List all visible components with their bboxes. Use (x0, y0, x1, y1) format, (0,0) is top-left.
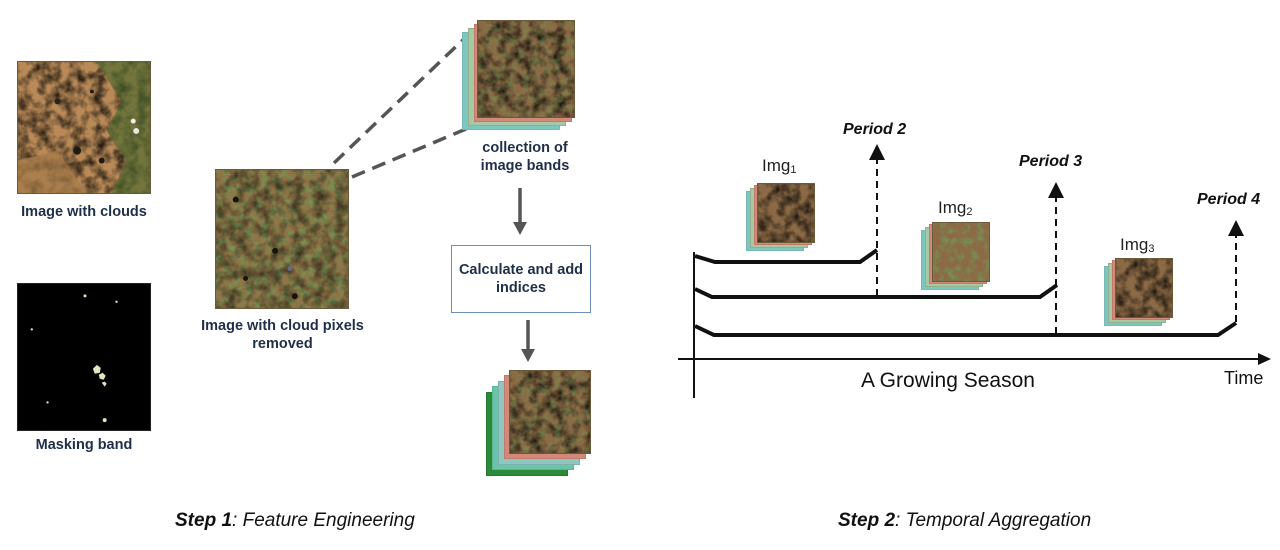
step1-caption: Step 1: Feature Engineering (175, 510, 415, 532)
masking-band-thumbnail (17, 283, 151, 431)
period2-bracket (694, 248, 879, 264)
step2-caption-text: : Temporal Aggregation (895, 510, 1092, 531)
period2-arrowhead (869, 144, 885, 160)
arrow-to-indices-head (521, 349, 535, 362)
collection-label-line2: image bands (480, 158, 570, 174)
arrow-to-calculate-head (513, 222, 527, 235)
masking-band-label: Masking band (35, 437, 133, 453)
period4-label: Period 4 (1197, 191, 1261, 208)
step1-caption-bold: Step 1 (175, 510, 233, 531)
img3-label: Img3 (1120, 235, 1155, 255)
period2-label: Period 2 (843, 121, 907, 138)
img1-label: Img1 (762, 156, 797, 176)
period4-arrowhead (1228, 220, 1244, 236)
index-layer-rgb (509, 370, 591, 454)
step2-caption-bold: Step 2 (838, 510, 896, 531)
cloud-removed-thumbnail (215, 169, 349, 309)
period3-label: Period 3 (1019, 153, 1083, 170)
zoom-connector-top (332, 34, 469, 165)
band-layer-rgb (477, 20, 575, 118)
image-bands-stack (462, 20, 577, 135)
img3-stack (1104, 258, 1176, 328)
img2-label: Img2 (938, 198, 973, 218)
period3-bracket (694, 283, 1059, 299)
step1-caption-text: : Feature Engineering (232, 510, 415, 531)
period3-arrowhead (1048, 182, 1064, 198)
indices-stack (486, 370, 596, 478)
image-with-clouds-thumbnail (17, 61, 151, 194)
calculate-indices-line2: indices (496, 280, 546, 296)
collection-label-line1: collection of (482, 140, 568, 156)
period4-bracket (694, 321, 1238, 337)
growing-season-label: A Growing Season (861, 369, 1035, 392)
time-label: Time (1224, 368, 1264, 388)
img2-stack (921, 222, 993, 292)
calculate-indices-line1: Calculate and add (458, 262, 584, 278)
calculate-indices-box: Calculate and add indices (451, 245, 591, 313)
cloud-removed-label-line2: removed (252, 336, 313, 352)
cloud-removed-label-line1: Image with cloud pixels (201, 318, 364, 334)
step2-caption: Step 2: Temporal Aggregation (838, 510, 1091, 532)
img1-stack (746, 183, 818, 253)
time-axis-arrowhead (1258, 353, 1271, 365)
image-with-clouds-label: Image with clouds (21, 204, 147, 220)
